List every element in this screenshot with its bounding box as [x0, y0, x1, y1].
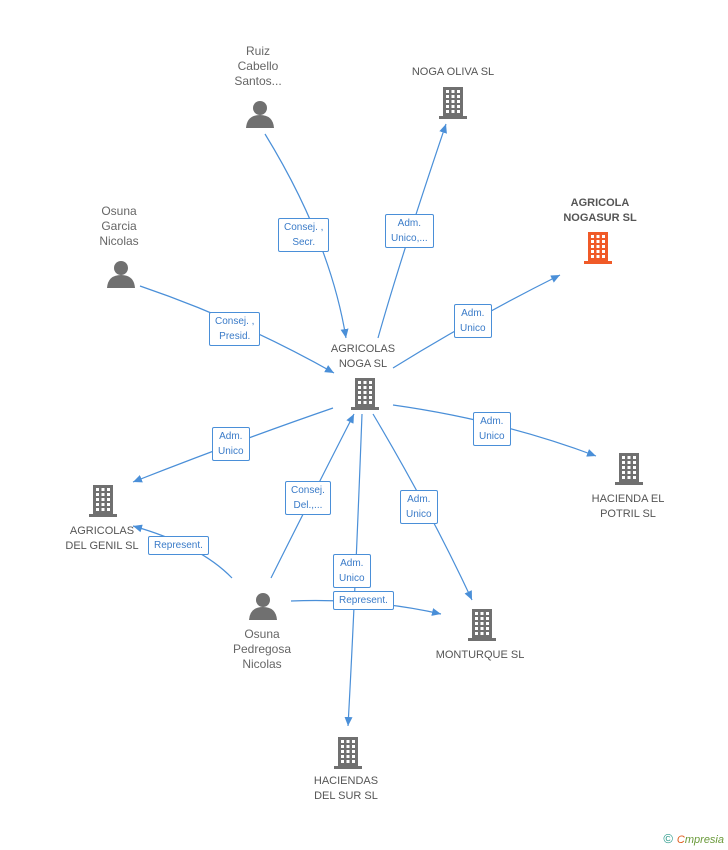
- agricola-nogasur-building-icon[interactable]: [584, 232, 612, 264]
- edge-label-pedregosa-sur: Adm.Unico: [333, 554, 371, 588]
- edge-label-noga-oliva: Adm.Unico,...: [385, 214, 434, 248]
- node-noga-oliva-label[interactable]: NOGA OLIVA SL: [411, 66, 495, 78]
- haciendas-sur-building-icon[interactable]: [334, 737, 362, 769]
- edge-label-noga-monturque: Adm.Unico: [400, 490, 438, 524]
- edge-label-ruiz-noga: Consej. ,Secr.: [278, 218, 330, 252]
- copyright-symbol: ©: [663, 831, 673, 846]
- edge-label-garcia-noga: Consej. ,Presid.: [209, 312, 261, 346]
- osuna-pedregosa-person-icon[interactable]: [249, 593, 277, 620]
- edge-label-noga-genil: Adm.Unico: [212, 427, 250, 461]
- hacienda-potril-building-icon[interactable]: [615, 453, 643, 485]
- osuna-garcia-person-icon[interactable]: [107, 261, 135, 288]
- edge-label-noga-nogasur: Adm.Unico: [454, 304, 492, 338]
- node-monturque-label[interactable]: MONTURQUE SL: [435, 649, 525, 661]
- edge-label-noga-potril: Adm.Unico: [473, 412, 511, 446]
- agricolas-noga-building-icon[interactable]: [351, 378, 379, 410]
- brand-logo: Cmpresia: [676, 834, 724, 846]
- ruiz-person-icon[interactable]: [246, 101, 274, 128]
- edge-label-pedregosa-genil: Represent.: [148, 536, 209, 555]
- agricolas-genil-building-icon[interactable]: [89, 485, 117, 517]
- noga-oliva-building-icon[interactable]: [439, 87, 467, 119]
- edge-label-pedregosa-monturque: Represent.: [333, 591, 394, 610]
- footer-brand[interactable]: ©Cmpresia: [663, 831, 724, 846]
- monturque-building-icon[interactable]: [468, 609, 496, 641]
- edge-label-pedregosa-noga: Consej.Del.,...: [285, 481, 331, 515]
